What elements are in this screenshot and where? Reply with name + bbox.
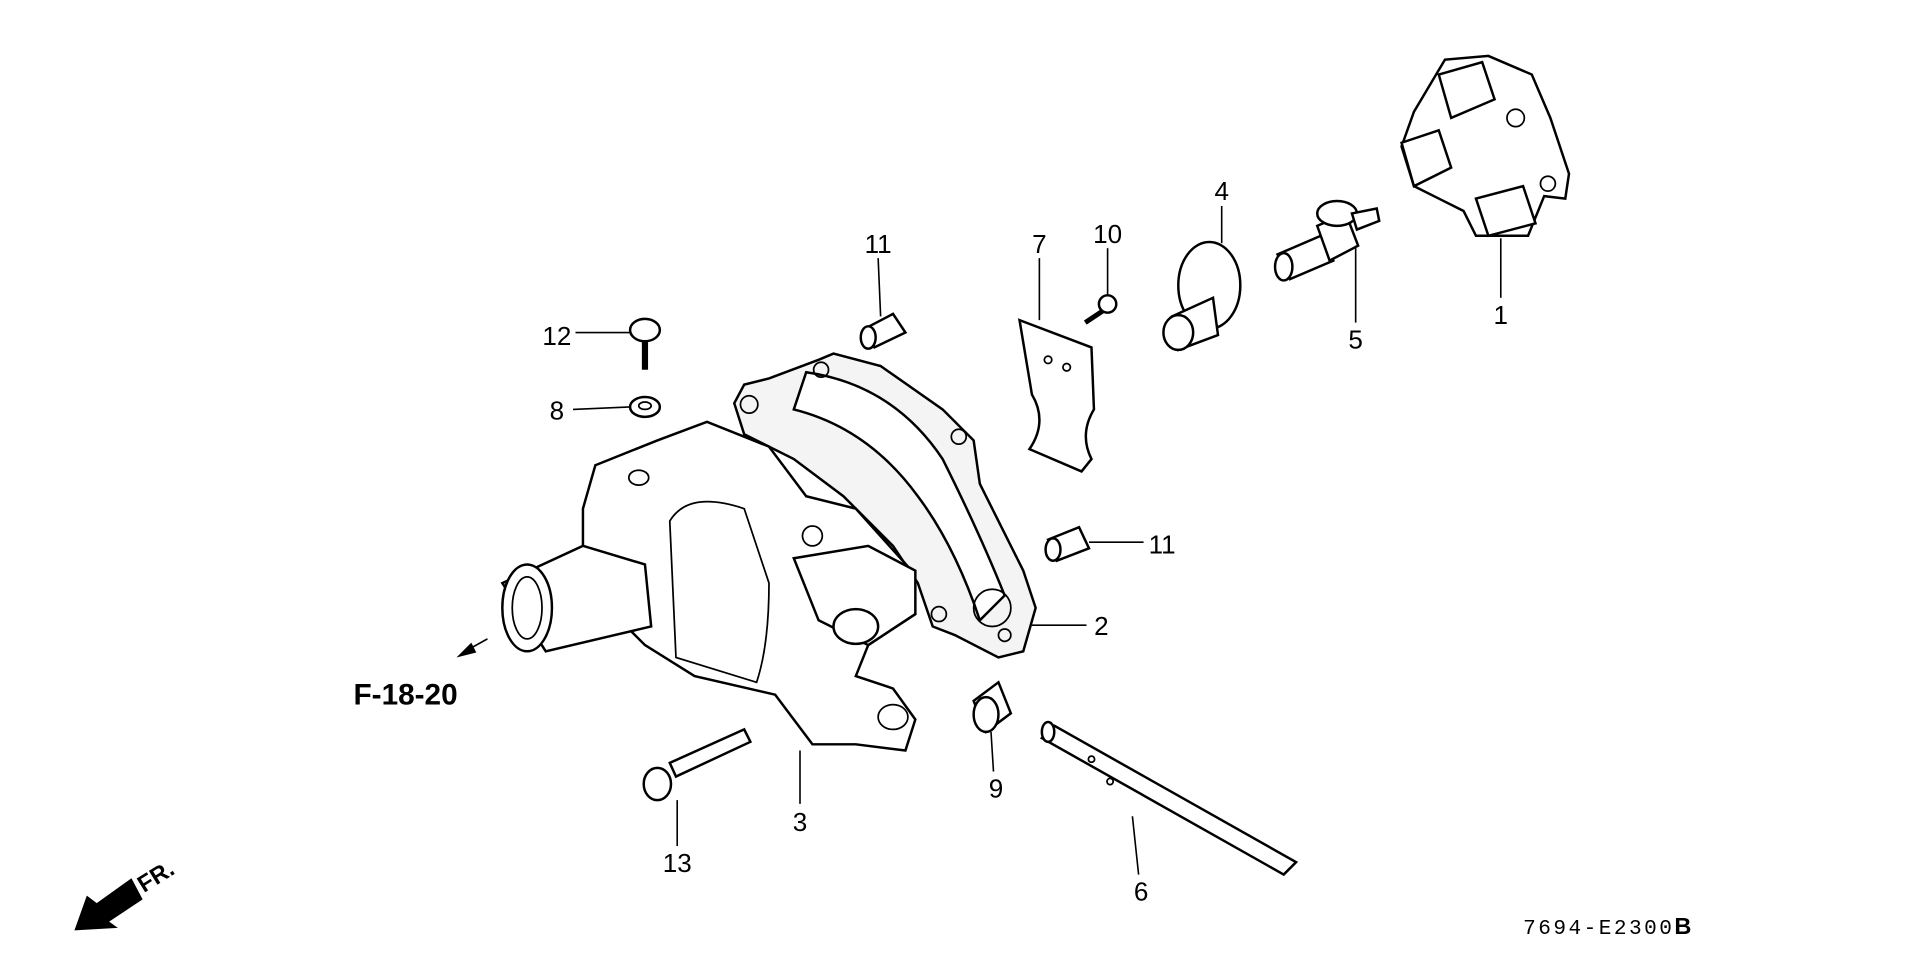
page-reference-link[interactable]: F-18-20 <box>353 679 457 712</box>
callout-7[interactable]: 7 <box>1032 229 1046 259</box>
leader-lines <box>572 206 1502 875</box>
callout-9[interactable]: 9 <box>989 774 1003 804</box>
part-8-washer[interactable] <box>628 395 662 419</box>
part-2-gasket[interactable] <box>732 352 1037 659</box>
part-12-bolt[interactable] <box>628 317 662 370</box>
callout-11-lower[interactable]: 11 <box>1149 529 1176 559</box>
callout-10[interactable]: 10 <box>1093 219 1122 249</box>
part-10-screw[interactable] <box>1083 294 1118 325</box>
callout-3[interactable]: 3 <box>793 807 807 837</box>
front-indicator: FR. <box>133 855 179 897</box>
part-4-cap[interactable] <box>1162 240 1242 352</box>
callout-6[interactable]: 6 <box>1134 877 1148 907</box>
part-13-bolt[interactable] <box>642 727 753 802</box>
front-direction-arrow-icon <box>74 878 143 931</box>
callout-5[interactable]: 5 <box>1348 325 1362 355</box>
diagram-code: 7694-E2300B <box>1523 913 1694 941</box>
callout-1[interactable]: 1 <box>1494 300 1508 330</box>
part-11-collar-lower[interactable] <box>1044 525 1091 563</box>
callout-4[interactable]: 4 <box>1214 176 1228 206</box>
callout-12[interactable]: 12 <box>542 321 571 351</box>
part-5-pin[interactable] <box>1273 199 1381 282</box>
part-1-bracket[interactable] <box>1400 54 1571 238</box>
part-9-seal[interactable] <box>972 680 1013 734</box>
part-3-housing[interactable] <box>500 420 917 752</box>
callout-8[interactable]: 8 <box>550 395 564 425</box>
diagram-code-suffix: B <box>1674 913 1694 939</box>
part-7-plate[interactable] <box>1017 318 1096 473</box>
callout-11-upper[interactable]: 11 <box>865 229 892 259</box>
callout-2[interactable]: 2 <box>1094 611 1108 641</box>
reference-arrow-icon <box>456 638 488 658</box>
callout-13[interactable]: 13 <box>663 848 692 878</box>
part-11-collar-upper[interactable] <box>859 312 908 350</box>
part-6-shaft[interactable] <box>1039 720 1299 877</box>
